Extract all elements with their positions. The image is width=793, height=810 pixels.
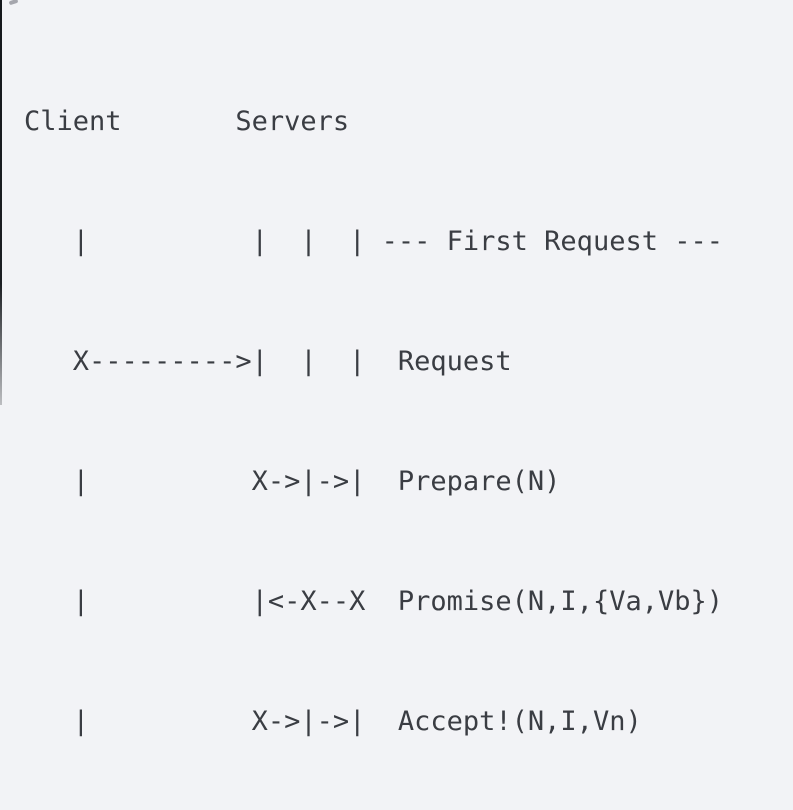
- terminal-screen: Client Servers | | | | --- First Request…: [0, 0, 723, 737]
- left-edge-artifact: [0, 0, 2, 405]
- diagram-line-msg-accept: | X->|->| Accept!(N,I,Vn): [24, 706, 642, 737]
- diagram-line-actors-header: Client Servers: [24, 106, 350, 137]
- diagram-line-msg-prepare: | X->|->| Prepare(N): [24, 466, 561, 497]
- diagram-line-msg-request: X--------->| | | Request: [24, 346, 512, 377]
- diagram-line-phase-first-request: | | | | --- First Request ---: [24, 226, 723, 257]
- paxos-sequence-diagram: Client Servers | | | | --- First Request…: [24, 22, 723, 810]
- diagram-line-msg-promise: | |<-X--X Promise(N,I,{Va,Vb}): [24, 586, 723, 617]
- top-left-smudge-artifact: [8, 0, 19, 6]
